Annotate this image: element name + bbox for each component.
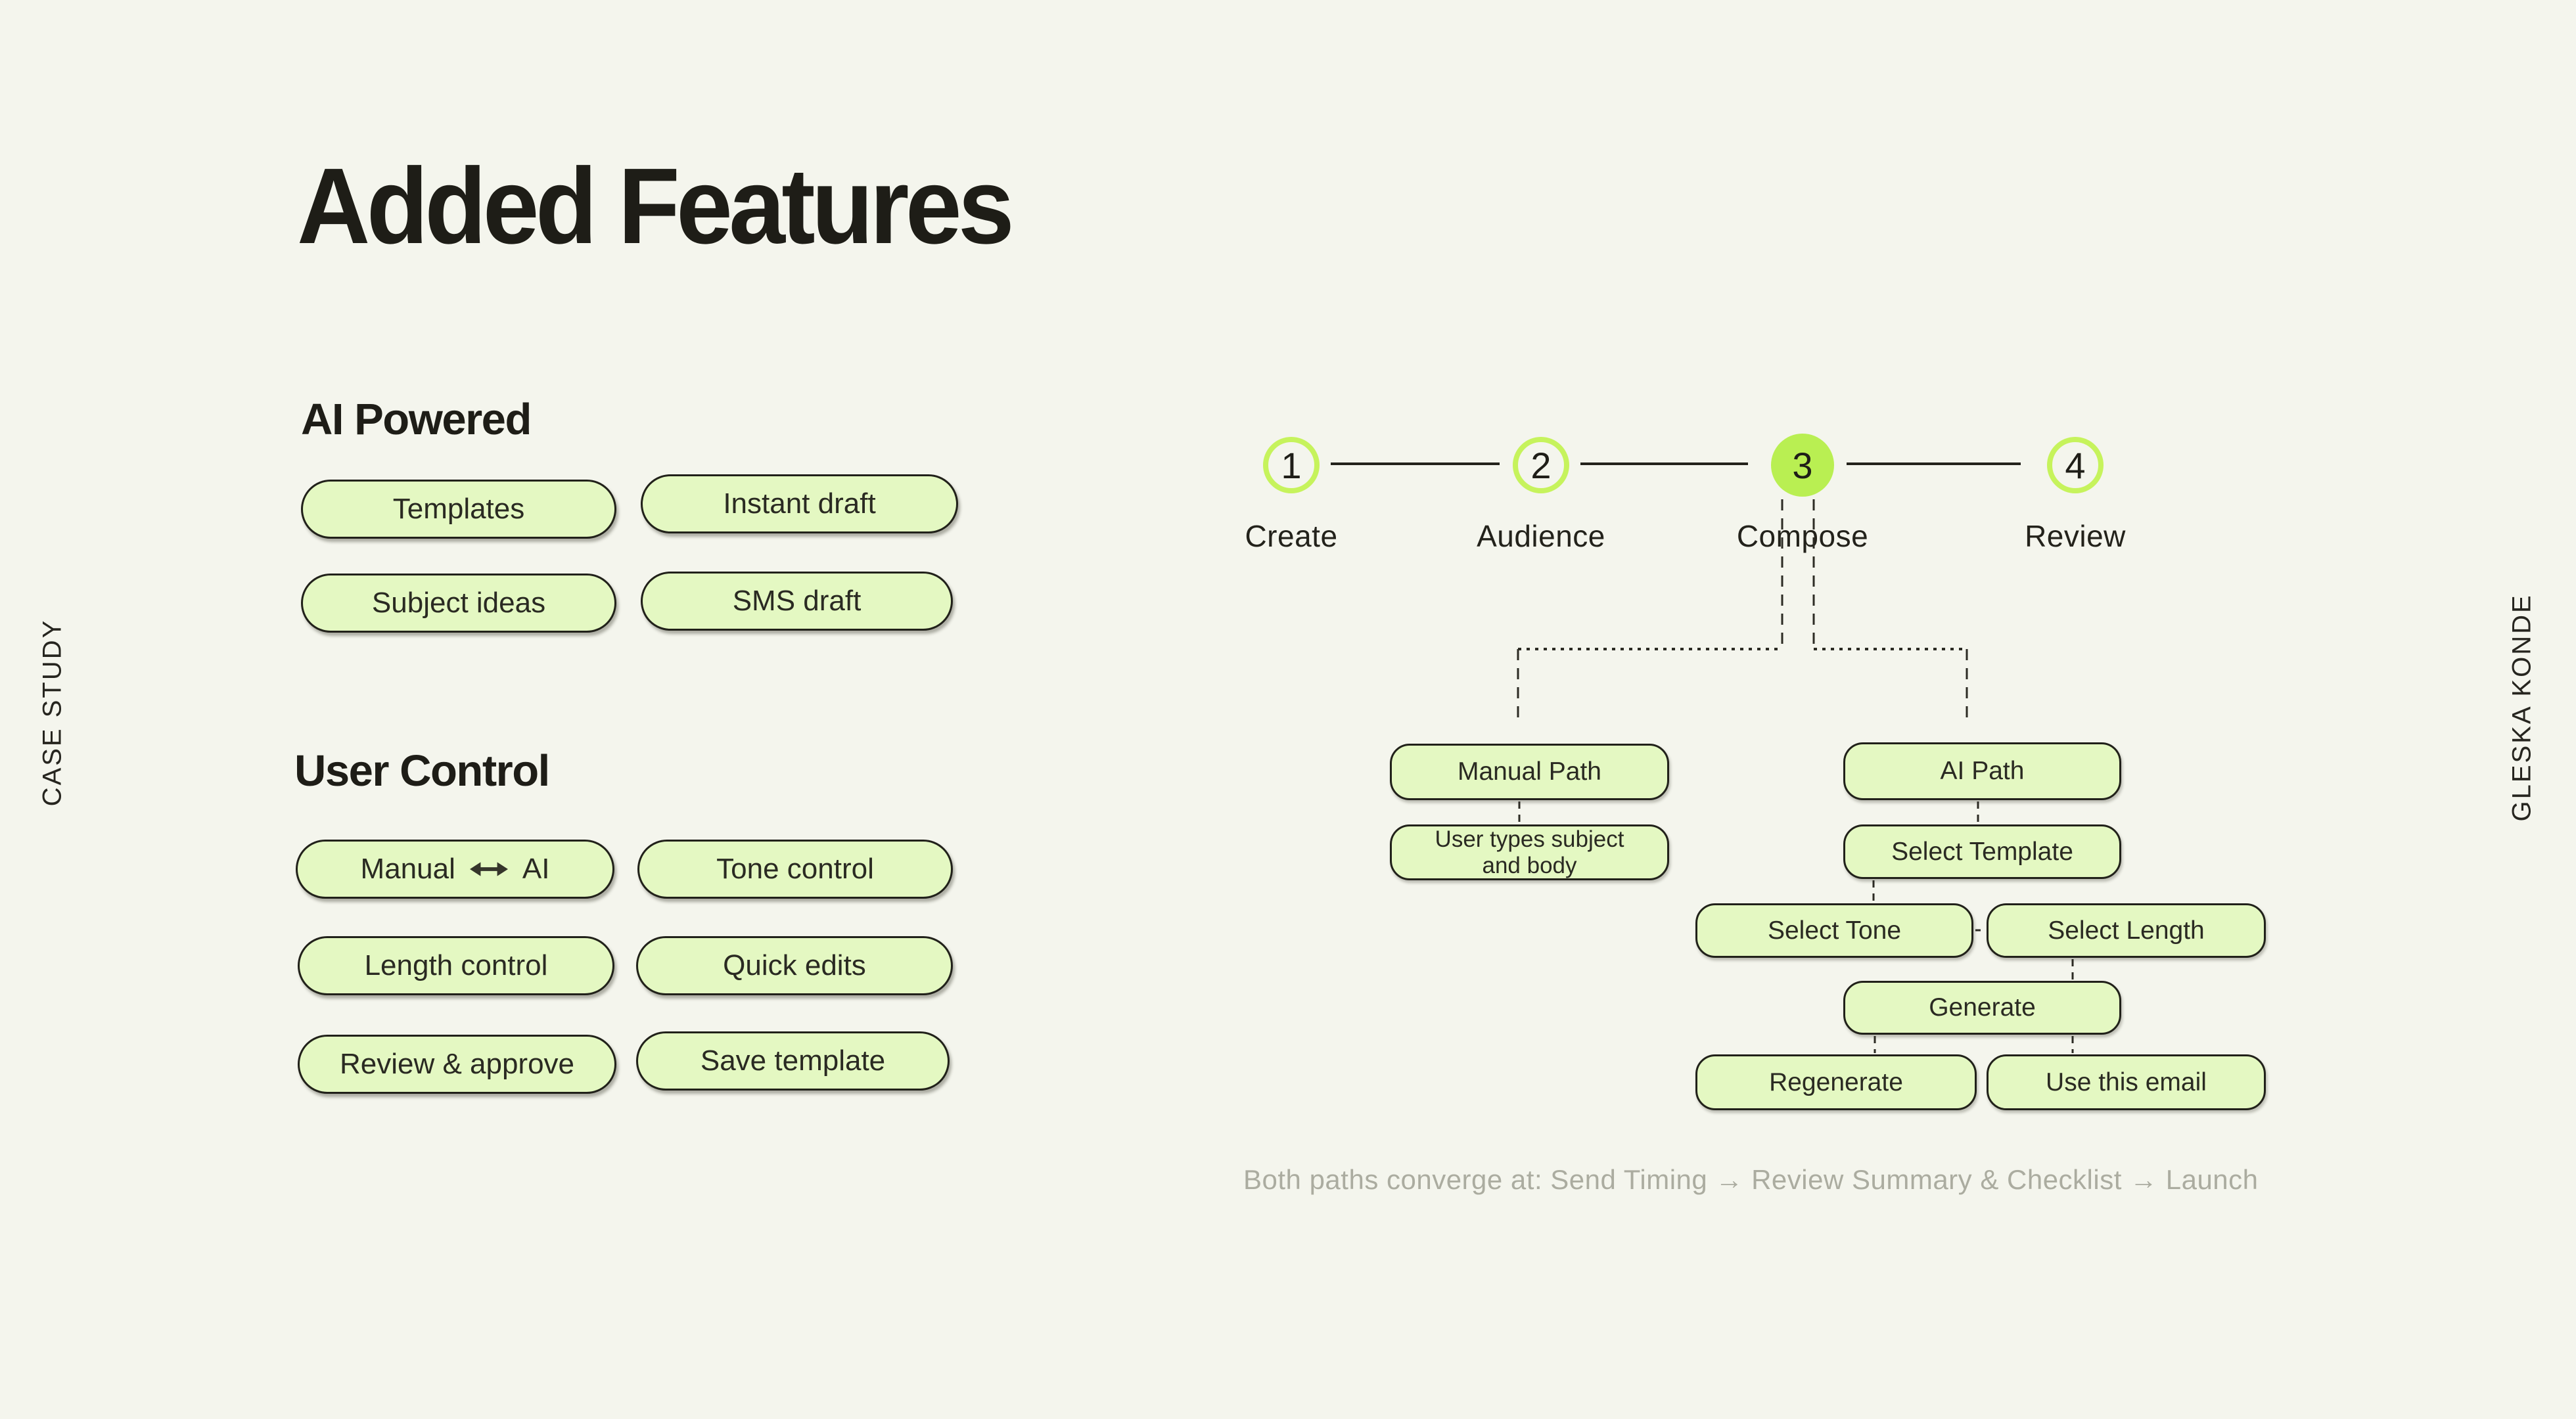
flow-node-select-tone: Select Tone xyxy=(1695,903,1973,958)
flow-node-manual-path: Manual Path xyxy=(1390,744,1669,800)
step-number: 3 xyxy=(1792,444,1813,486)
feature-pill-review-approve: Review & approve xyxy=(298,1035,616,1094)
flow-node-label: Select Length xyxy=(2048,916,2205,945)
flow-node-label: Select Template xyxy=(1891,837,2073,866)
step-number: 4 xyxy=(2065,444,2086,486)
pill-label: Review & approve xyxy=(339,1048,575,1080)
pill-label: Subject ideas xyxy=(371,587,546,619)
pill-label: AI xyxy=(522,853,550,885)
flow-node-label: Select Tone xyxy=(1767,916,1902,945)
feature-pill-templates: Templates xyxy=(301,480,616,539)
step-circle-active: 3 xyxy=(1771,434,1834,497)
feature-pill-quick-edits: Quick edits xyxy=(636,936,953,995)
pill-label: Length control xyxy=(364,949,548,981)
step-label: Audience xyxy=(1477,519,1605,553)
feature-pill-manual-ai: Manual AI xyxy=(296,840,614,899)
pill-label: Instant draft xyxy=(723,487,876,520)
pill-label: Save template xyxy=(700,1045,886,1077)
step-circle: 2 xyxy=(1513,437,1569,493)
feature-pill-instant-draft: Instant draft xyxy=(641,474,958,533)
converge-note: Both paths converge at: Send Timing → Re… xyxy=(1243,1164,2259,1195)
side-label-case-study: CASE STUDY xyxy=(37,618,67,807)
feature-pill-subject-ideas: Subject ideas xyxy=(301,574,616,633)
pill-label: Quick edits xyxy=(723,949,866,981)
feature-pill-sms-draft: SMS draft xyxy=(641,572,953,631)
step-label: Create xyxy=(1245,519,1338,553)
flow-node-generate: Generate xyxy=(1843,981,2121,1035)
flow-node-select-length: Select Length xyxy=(1987,903,2266,958)
section-heading-user-control: User Control xyxy=(294,746,550,796)
flow-node-label-line2: and body xyxy=(1482,852,1577,878)
stepper-step-review: 4 Review xyxy=(1996,437,2154,554)
flow-node-label: Generate xyxy=(1929,993,2036,1022)
flow-node-label: Manual Path xyxy=(1458,757,1601,786)
pill-label: SMS draft xyxy=(732,585,862,617)
section-heading-ai-powered: AI Powered xyxy=(301,395,532,444)
feature-pill-length-control: Length control xyxy=(298,936,614,995)
step-circle: 4 xyxy=(2047,437,2104,493)
stepper-step-audience: 2 Audience xyxy=(1462,437,1620,554)
pill-label: Templates xyxy=(392,493,525,525)
flow-node-label-line1: User types subject xyxy=(1435,826,1624,853)
flow-node-user-types-subject-and-body: User types subject and body xyxy=(1390,824,1669,880)
side-label-author: GLESKA KONDE xyxy=(2507,593,2537,822)
step-label: Compose xyxy=(1736,519,1869,553)
stepper-step-compose-active: 3 Compose xyxy=(1724,434,1881,554)
flow-node-label: Regenerate xyxy=(1769,1068,1903,1096)
pill-label: Manual xyxy=(360,853,455,885)
stepper-step-create: 1 Create xyxy=(1212,437,1370,554)
step-circle: 1 xyxy=(1263,437,1320,493)
bidirectional-arrow-icon xyxy=(469,862,508,876)
pill-label: Tone control xyxy=(716,853,874,885)
page-title: Added Features xyxy=(297,146,1015,266)
feature-pill-save-template: Save template xyxy=(636,1031,950,1091)
step-label: Review xyxy=(2025,519,2126,553)
flow-node-label: Use this email xyxy=(2046,1068,2207,1096)
flow-node-regenerate: Regenerate xyxy=(1695,1054,1977,1110)
flow-node-use-this-email: Use this email xyxy=(1987,1054,2266,1110)
step-number: 2 xyxy=(1530,444,1552,486)
flow-node-select-template: Select Template xyxy=(1843,824,2121,879)
step-number: 1 xyxy=(1281,444,1302,486)
flow-node-ai-path: AI Path xyxy=(1843,742,2121,800)
flow-node-label: AI Path xyxy=(1940,757,2025,786)
feature-pill-tone-control: Tone control xyxy=(637,840,953,899)
